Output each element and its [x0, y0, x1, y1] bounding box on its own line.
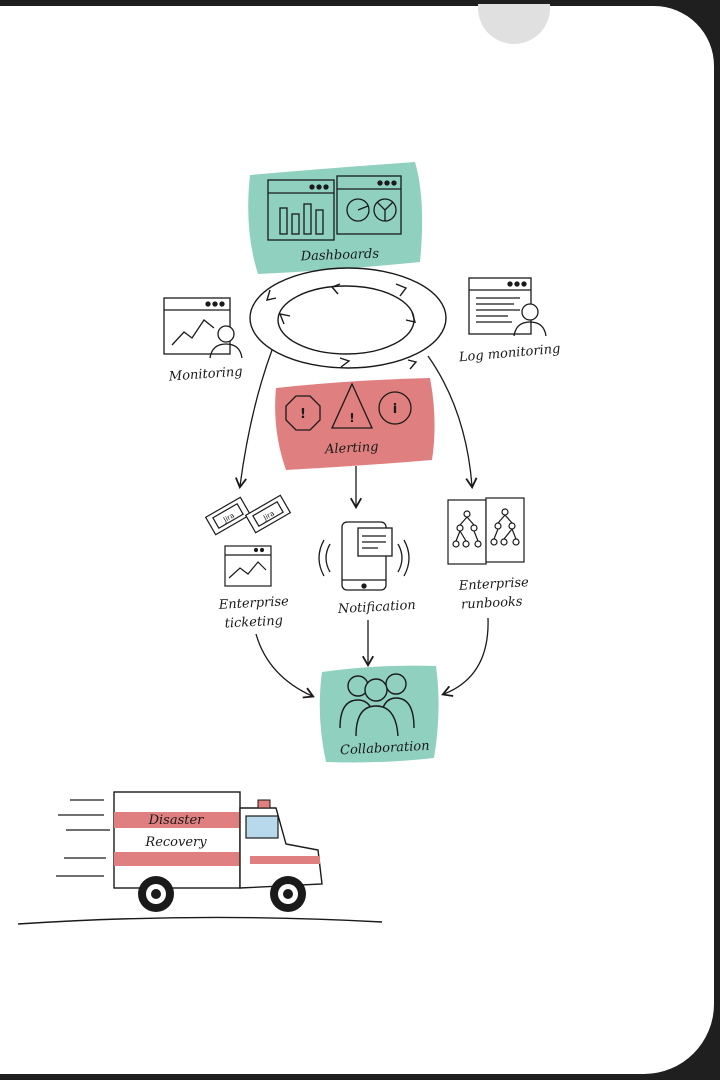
- svg-text:i: i: [393, 402, 397, 417]
- svg-text:!: !: [300, 407, 306, 422]
- log-monitoring-node: Log monitoring: [457, 277, 561, 366]
- notification-label: Notification: [337, 598, 417, 617]
- people-icon: [339, 673, 415, 737]
- monitoring-node: Monitoring: [163, 297, 243, 385]
- collaboration-label: Collaboration: [340, 739, 430, 759]
- alerting-node: ! ! i Alerting: [275, 378, 435, 470]
- enterprise-ticketing-node: Jira Jira Enterprise ticketing: [204, 494, 292, 632]
- runbooks-label-line1: Enterprise: [457, 575, 529, 594]
- runbooks-label-line2: runbooks: [461, 594, 524, 612]
- log-monitoring-label: Log monitoring: [457, 342, 561, 366]
- connectors: [235, 349, 489, 699]
- ticketing-screen-icon: [224, 545, 272, 587]
- log-monitoring-icon: [468, 277, 547, 337]
- monitoring-label: Monitoring: [167, 364, 243, 384]
- alerting-label: Alerting: [324, 440, 379, 458]
- truck-wheels: [138, 876, 306, 912]
- feedback-loop: [249, 267, 447, 370]
- truck-label-line1: Disaster: [148, 813, 205, 828]
- svg-text:!: !: [349, 411, 354, 425]
- dashboards-node: Dashboards: [248, 162, 423, 274]
- dashboards-label: Dashboards: [299, 247, 379, 265]
- runbook-icon: [447, 497, 525, 565]
- notification-node: Notification: [318, 521, 417, 617]
- alert-icons: ! ! i: [285, 382, 412, 431]
- speed-lines: [56, 799, 110, 877]
- phone-icon: [318, 521, 410, 591]
- enterprise-runbooks-node: Enterprise runbooks: [447, 497, 529, 613]
- truck-label-line2: Recovery: [144, 835, 207, 850]
- collaboration-node: Collaboration: [319, 665, 439, 763]
- ticketing-label-line1: Enterprise: [217, 594, 289, 613]
- ground-line: [17, 916, 383, 925]
- monitoring-icon: [163, 297, 243, 359]
- ticketing-label-line2: ticketing: [224, 613, 283, 631]
- disaster-recovery-truck: Disaster Recovery: [17, 791, 383, 925]
- ticket-icon: Jira Jira: [204, 494, 292, 536]
- dashboard-icon: [267, 175, 402, 241]
